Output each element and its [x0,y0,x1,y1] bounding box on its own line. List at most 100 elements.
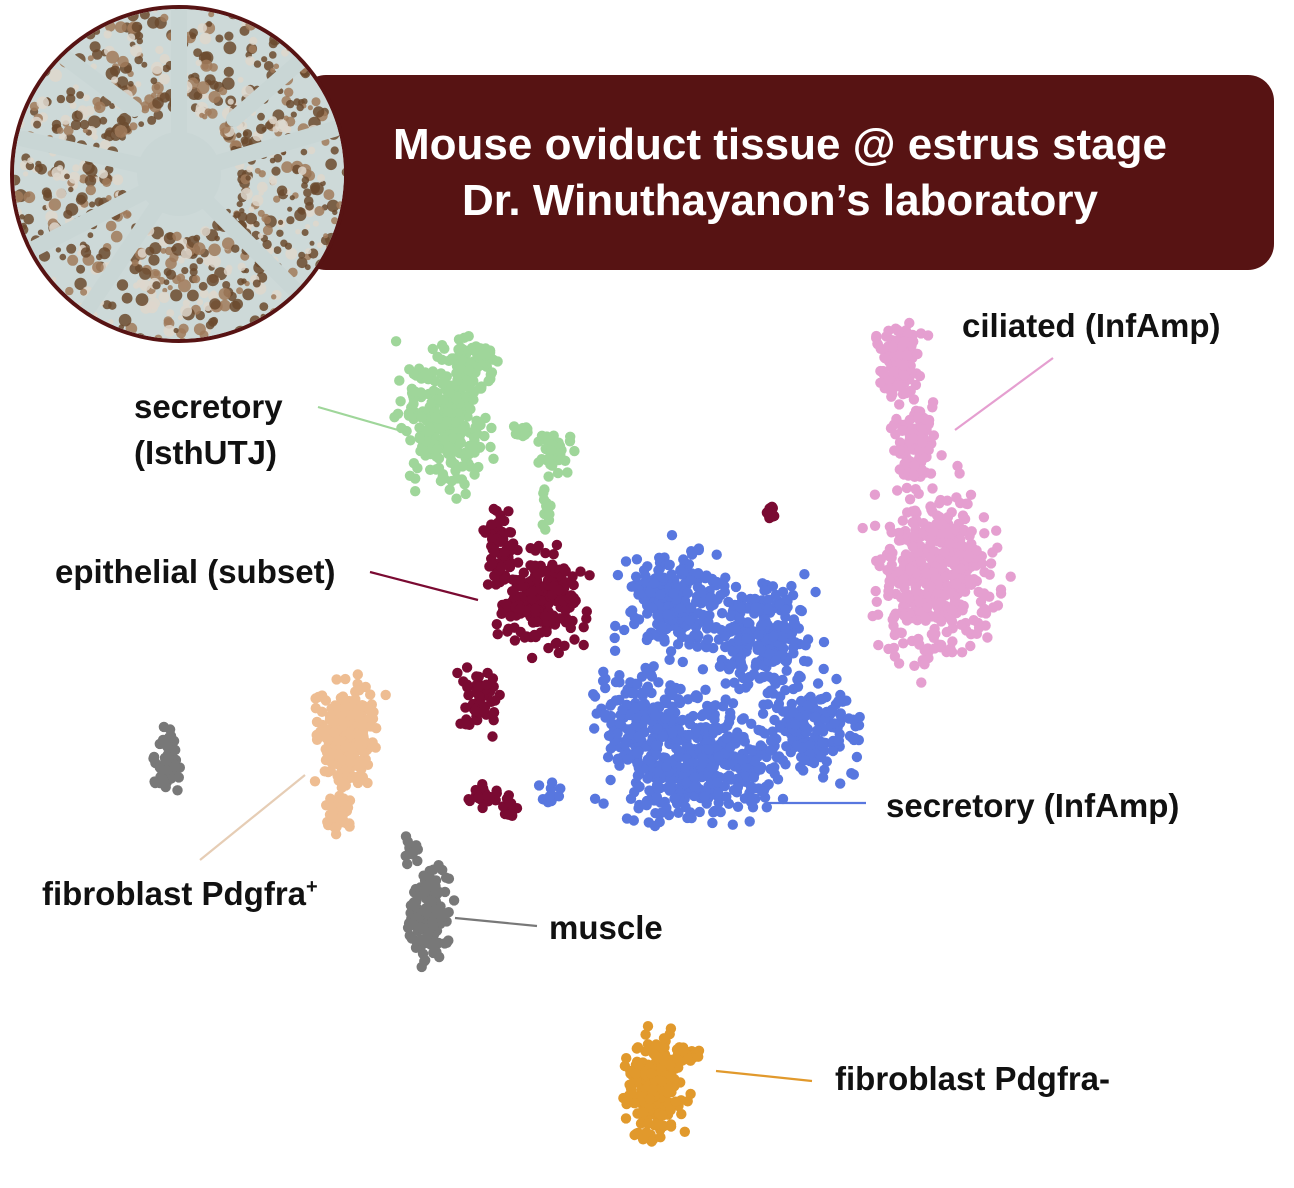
point-epithelial-subset- [499,574,510,585]
point-fibroblast-pdgfra- [693,1045,705,1057]
point-secretory-isthutj- [451,446,462,457]
point-secretory-infamp- [814,694,826,705]
point-ciliated-infamp- [920,613,931,624]
tissue-cell [251,194,264,207]
tissue-cell [273,63,280,70]
point-ciliated-infamp- [940,590,951,601]
label-ciliated-infamp: ciliated (InfAmp) [962,303,1221,349]
point-secretory-isthutj- [428,385,439,396]
point-fibroblast-pdgfra- [320,695,332,706]
point-secretory-infamp- [817,772,829,783]
point-ciliated-infamp- [892,485,903,496]
point-muscle [441,937,452,948]
point-secretory-infamp- [622,754,633,765]
tissue-cell [141,61,148,68]
point-secretory-infamp- [692,691,703,702]
tissue-cell [236,132,242,139]
point-secretory-infamp- [810,711,821,723]
point-muscle [155,763,167,775]
tissue-cell [131,259,139,267]
leader-epithelial-subset- [369,570,479,602]
point-epithelial-subset- [452,667,463,679]
point-secretory-infamp- [622,724,633,735]
point-secretory-infamp- [591,708,602,719]
point-secretory-infamp- [605,774,616,786]
point-ciliated-infamp- [871,596,882,607]
point-epithelial-subset- [473,681,484,693]
point-epithelial-subset- [584,570,595,581]
point-epithelial-subset- [487,731,498,742]
point-secretory-isthutj- [408,398,419,410]
point-ciliated-infamp- [909,505,921,516]
point-secretory-isthutj- [441,416,453,427]
tissue-cell [301,229,309,236]
point-epithelial-subset- [505,611,516,622]
point-muscle [421,881,432,892]
point-secretory-isthutj- [444,387,455,398]
point-ciliated-infamp- [927,402,938,413]
point-secretory-isthutj- [410,386,421,397]
point-secretory-infamp- [706,762,717,773]
point-ciliated-infamp- [936,616,947,627]
point-ciliated-infamp- [957,510,969,521]
point-secretory-isthutj- [548,430,559,441]
point-fibroblast-pdgfra- [637,1134,649,1145]
point-ciliated-infamp- [899,582,910,594]
tissue-cell [206,21,213,27]
point-fibroblast-pdgfra- [352,669,363,680]
point-epithelial-subset- [501,793,513,804]
point-ciliated-infamp- [946,604,957,616]
point-ciliated-infamp- [932,601,943,612]
point-ciliated-infamp- [914,370,926,382]
point-secretory-isthutj- [414,433,426,444]
point-ciliated-infamp- [956,619,967,630]
point-secretory-infamp- [693,568,704,579]
point-secretory-isthutj- [436,340,448,351]
point-secretory-infamp- [724,770,735,781]
point-ciliated-infamp- [870,585,881,597]
point-secretory-isthutj- [395,396,406,407]
point-epithelial-subset- [578,622,589,633]
point-ciliated-infamp- [899,370,910,381]
point-secretory-infamp- [799,720,810,732]
tissue-micrograph [10,5,348,343]
point-ciliated-infamp- [971,545,982,556]
point-secretory-infamp- [762,699,774,710]
point-secretory-infamp- [720,572,731,583]
tissue-cell [110,230,123,243]
tissue-cell [121,292,133,304]
point-secretory-infamp- [684,639,695,650]
point-secretory-infamp- [662,609,673,620]
tissue-cell [35,160,42,168]
point-secretory-infamp- [788,614,800,625]
tissue-cell [200,59,213,72]
tissue-cell [243,268,250,274]
point-fibroblast-pdgfra- [328,727,340,738]
point-fibroblast-pdgfra- [620,1113,632,1124]
point-secretory-infamp- [815,752,827,763]
point-secretory-infamp- [681,777,693,788]
point-secretory-isthutj- [444,484,455,495]
point-fibroblast-pdgfra- [357,720,368,731]
point-secretory-isthutj- [461,375,472,386]
point-secretory-infamp- [781,665,792,676]
point-epithelial-subset- [470,705,481,717]
point-secretory-infamp- [667,727,678,738]
point-fibroblast-pdgfra- [358,731,369,743]
point-secretory-infamp- [660,713,671,724]
tissue-cell [118,313,132,327]
tissue-cell [317,174,325,182]
tissue-cell [99,139,111,151]
tissue-cell [211,290,217,296]
point-epithelial-subset- [499,547,510,558]
point-secretory-infamp- [625,606,636,618]
title-block: Mouse oviduct tissue @ estrus stage Dr. … [340,75,1220,270]
tissue-cell [139,9,150,20]
point-ciliated-infamp- [888,620,899,631]
point-ciliated-infamp- [905,564,916,576]
point-secretory-infamp- [810,586,821,598]
point-fibroblast-pdgfra- [333,775,344,786]
point-epithelial-subset- [540,547,551,559]
tissue-cell [224,31,234,41]
tissue-cell [330,146,339,155]
